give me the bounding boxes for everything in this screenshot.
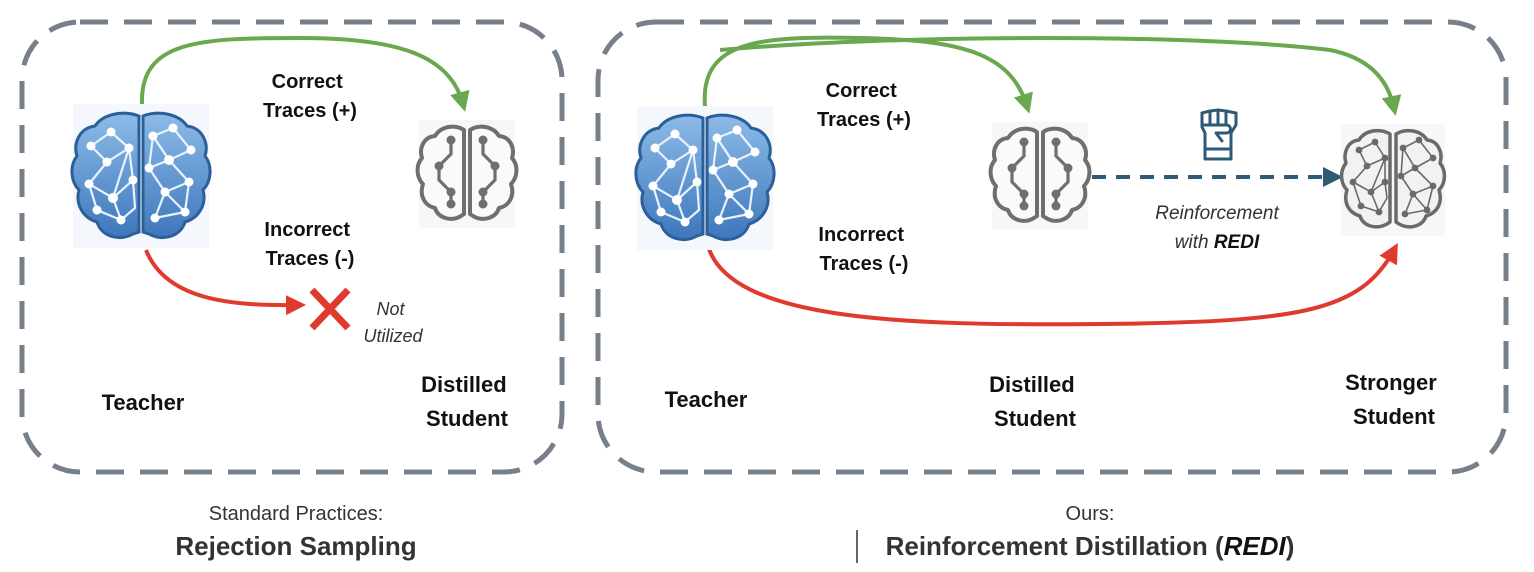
- left-incorrect-arrow: [144, 249, 306, 316]
- left-incorrect-label: Incorrect Traces (-): [264, 219, 355, 270]
- right-caption-top: Ours:: [1066, 503, 1115, 525]
- raised-fist-icon: [1200, 108, 1238, 161]
- teacher-brain-icon: [634, 104, 776, 252]
- stronger-brain-icon: [1339, 122, 1447, 238]
- right-incorrect-arrow: [706, 242, 1398, 327]
- right-teacher-label: Teacher: [665, 387, 748, 412]
- not-utilized-label: Not Utilized: [363, 299, 423, 346]
- right-student-label: Distilled Student: [989, 372, 1081, 431]
- right-correct-label: Correct Traces (+): [817, 80, 911, 131]
- reinforcement-label-line2: with REDI: [1175, 232, 1260, 253]
- red-x-icon: [309, 287, 351, 331]
- left-caption-top: Standard Practices:: [209, 503, 384, 525]
- left-caption-bottom: Rejection Sampling: [175, 531, 416, 561]
- right-panel-border: [595, 19, 1509, 475]
- teacher-brain-icon: [70, 102, 212, 250]
- student-brain-icon: [415, 118, 519, 230]
- left-correct-arrow: [139, 35, 470, 112]
- right-correct-arrow-to-stronger: [719, 36, 1402, 116]
- left-student-label: Distilled Student: [421, 372, 513, 431]
- stronger-student-label: Stronger Student: [1345, 370, 1443, 429]
- student-brain-icon: [988, 120, 1092, 232]
- left-correct-label: Correct Traces (+): [263, 71, 357, 122]
- right-correct-arrow-to-student: [702, 35, 1033, 114]
- left-teacher-label: Teacher: [102, 390, 185, 415]
- left-panel-border: [19, 19, 565, 475]
- right-incorrect-label: Incorrect Traces (-): [818, 224, 909, 275]
- reinforcement-label-line1: Reinforcement: [1155, 203, 1279, 224]
- right-caption-bottom: Reinforcement Distillation (REDI): [886, 531, 1295, 561]
